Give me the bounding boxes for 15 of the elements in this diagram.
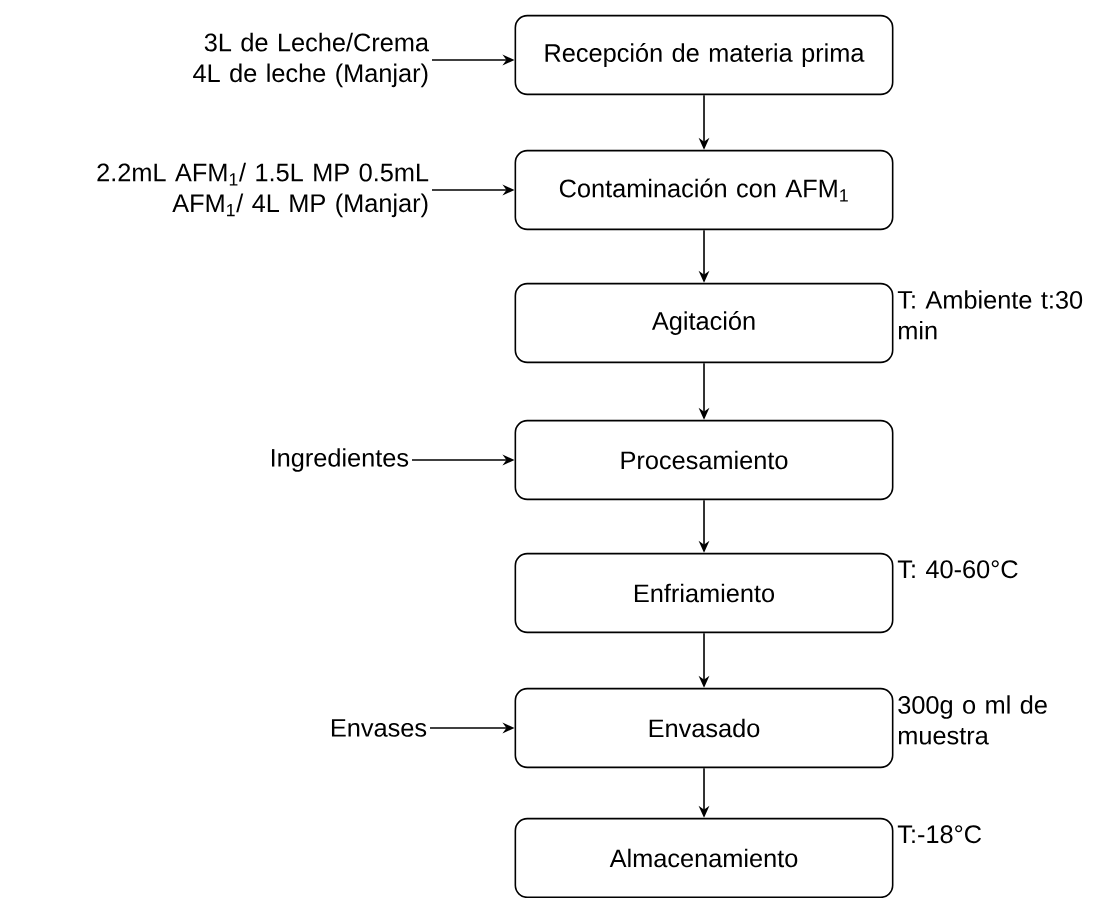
annotation-text: 300g o ml de muestra	[898, 695, 1047, 745]
process-box: Envasado	[514, 687, 894, 769]
process-box: Recepción de materia prima	[514, 14, 894, 96]
process-box: Contaminación con AFM$_{1}$	[514, 149, 894, 231]
input-label: Envases	[332, 719, 427, 737]
process-box: Agitación	[514, 282, 894, 364]
annotation-text: T: Ambiente t:30 min	[897, 290, 1083, 340]
input-label: 3L de Leche/Crema 4L de leche (Manjar)	[193, 32, 429, 88]
input-label: 2.2mL AFM$_{1}$/ 1.5L MP 0.5mL AFM$_{1}$/ 4L MP (Manjar)	[97, 162, 429, 218]
input-label: Ingredientes	[272, 448, 409, 472]
process-box: Enfriamiento	[514, 552, 894, 634]
process-box: Procesamiento	[514, 419, 894, 501]
annotation-text: T:-18°C	[897, 825, 982, 844]
process-box: Almacenamiento	[514, 817, 894, 898]
annotation-text: T: 40-60°C	[897, 560, 1018, 579]
